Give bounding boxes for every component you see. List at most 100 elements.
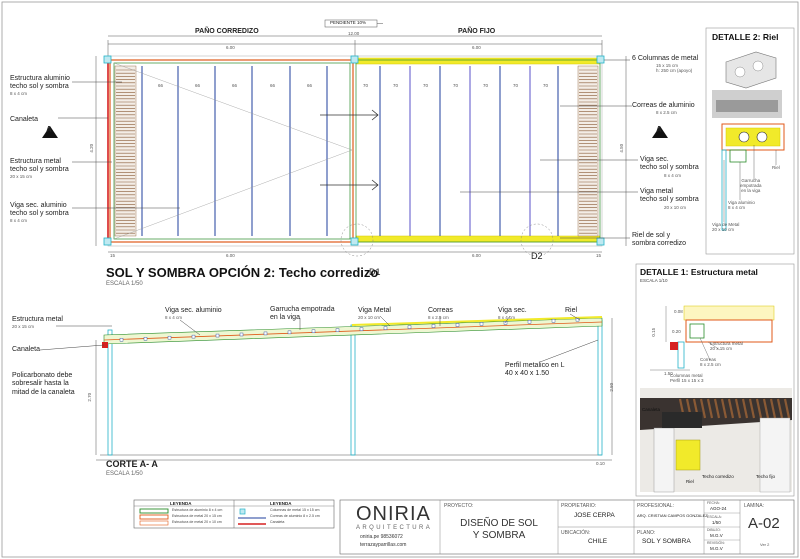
dim-bottom-left: 6.00 bbox=[226, 253, 235, 258]
correa-mark bbox=[191, 334, 196, 339]
plan-left-label: Canaleta bbox=[10, 116, 39, 123]
brand-logo: ONIRIA bbox=[356, 503, 431, 525]
leaders-right bbox=[460, 59, 638, 239]
section-mark-right bbox=[652, 126, 668, 138]
sec-dim-right: 2.50 bbox=[609, 382, 615, 392]
section-mark-right-label: A bbox=[656, 125, 662, 134]
sec-garrucha: Garrucha empotrada en la viga bbox=[270, 306, 335, 322]
render-slat bbox=[741, 398, 749, 419]
legend-title-a: LEYENDA bbox=[170, 501, 192, 506]
spacing-label-left: 66 bbox=[158, 83, 164, 88]
legend-item-a1: Estructura de aluminio 8 x 4 cm bbox=[172, 508, 223, 512]
detail2-label-viga-aluminio: Viga aluminio 8 x 4 cm bbox=[728, 200, 755, 211]
sec-viga-sec-note: 8 x 4 cm bbox=[165, 315, 183, 320]
spacing-label-left: 66 bbox=[195, 83, 201, 88]
detail1-dim-c: 0.20 bbox=[672, 329, 681, 334]
correa-mark bbox=[503, 321, 508, 325]
dim-edge-b: 15 bbox=[596, 253, 602, 258]
detail-circle-d1 bbox=[340, 223, 374, 257]
spacing-label-right: 70 bbox=[483, 83, 489, 88]
pano-fijo-label: PAÑO FIJO bbox=[458, 28, 496, 35]
tb-project: DISEÑO DE SOL Y SOMBRA bbox=[460, 518, 538, 541]
legend-item-a2: Estructura de metal 20 x 15 cm bbox=[172, 514, 222, 518]
detail1-label-riel: Riel bbox=[686, 479, 694, 484]
dim-total: 12.00 bbox=[348, 31, 360, 36]
tb-drawn-label: DIBUJO: bbox=[707, 528, 721, 532]
tb-location: CHILE bbox=[588, 538, 608, 545]
title-block bbox=[339, 499, 795, 555]
tb-drawn: M.G.V bbox=[710, 533, 723, 538]
leaders-left bbox=[58, 81, 180, 209]
legend-item-a3: Estructura de metal 20 x 10 cm bbox=[172, 520, 222, 524]
plan-right-note: 8 x 2.5 cm bbox=[656, 110, 677, 115]
legend-item-b2: Correas de aluminio 8 x 2.5 cm bbox=[270, 514, 320, 518]
detail1-dim-d: 1.50 bbox=[664, 371, 673, 376]
section-scale: ESCALA 1/50 bbox=[106, 471, 143, 477]
spacing-label-right: 70 bbox=[453, 83, 459, 88]
tb-scale-label: ESCALA: bbox=[707, 515, 722, 519]
correa-mark bbox=[119, 338, 124, 342]
spacing-label-left: 66 bbox=[232, 83, 238, 88]
plan-right-label: Riel de sol y sombra corredizo bbox=[632, 232, 687, 248]
pano-corredizo-label: PAÑO CORREDIZO bbox=[195, 28, 259, 35]
detail-1-estructura bbox=[635, 263, 795, 497]
detail1-dim-a: 0.15 bbox=[651, 327, 657, 337]
sec-correas-note: 8 x 2.5 cm bbox=[428, 315, 449, 320]
plan-left-note: 8 x 4 cm bbox=[10, 218, 28, 223]
plan-right-label: Viga sec. techo sol y sombra bbox=[640, 156, 699, 172]
correa-mark bbox=[263, 331, 268, 336]
detail2-title: DETALLE 2: Riel bbox=[712, 32, 779, 42]
correa-mark bbox=[335, 328, 340, 332]
contact-line-1: oniria.pe 98536072 bbox=[360, 534, 403, 540]
tb-designer-label: PROFESIONAL: bbox=[637, 503, 674, 509]
sec-policarbonato: Policarbonato debe sobresalir hasta la m… bbox=[12, 372, 75, 396]
sec-riel: Riel bbox=[565, 307, 578, 314]
spacing-label-right: 70 bbox=[423, 83, 429, 88]
sec-canaleta: Canaleta bbox=[12, 346, 41, 353]
detail1-label-columnas: Columnas metal Perfil 15 x 15 x 3 bbox=[670, 373, 704, 383]
sec-estructura-metal-note: 20 x 15 cm bbox=[12, 324, 35, 329]
spacing-label-right: 70 bbox=[363, 83, 369, 88]
correa-mark bbox=[479, 322, 484, 326]
sec-correas: Correas bbox=[428, 307, 453, 314]
dim-bottom-right: 6.00 bbox=[472, 253, 481, 258]
detail1-label-techo-corredizo: Techo corredizo bbox=[702, 474, 734, 479]
tb-version: Ver 2 bbox=[760, 542, 770, 547]
plan-left-note: 8 x 4 cm bbox=[10, 91, 28, 96]
purlins-left bbox=[141, 66, 328, 236]
render-slat bbox=[762, 398, 770, 419]
section-mark-left-label: A bbox=[46, 125, 52, 134]
detail-d1-label: D1 bbox=[369, 267, 381, 277]
sec-perfil: Perfil metalico en L 40 x 40 x 1.50 bbox=[505, 362, 565, 378]
spacing-label-right: 70 bbox=[393, 83, 399, 88]
plan-left-label: Viga sec. aluminio techo sol y sombra bbox=[10, 202, 69, 218]
sec-viga-sec: Viga sec. aluminio bbox=[165, 307, 222, 314]
correa-mark bbox=[359, 327, 364, 331]
tb-owner: JOSE CERPA bbox=[574, 512, 615, 519]
dim-half-right: 6.00 bbox=[472, 45, 481, 50]
plan-right-note: 8 x 4 cm bbox=[664, 173, 682, 178]
dim-height-right: 4.50 bbox=[619, 143, 625, 153]
plan-right-label: 6 Columnas de metal bbox=[632, 55, 699, 62]
spacing-label-right: 70 bbox=[513, 83, 519, 88]
tb-rev: M.G.V bbox=[710, 546, 723, 551]
tb-date-label: FECHA: bbox=[707, 501, 720, 505]
tb-sheet-label: LAMINA: bbox=[744, 503, 765, 509]
plan-right-label: Correas de aluminio bbox=[632, 102, 695, 109]
render-slat bbox=[699, 398, 707, 419]
detail1-label-canaleta: Canaleta bbox=[642, 407, 661, 412]
detail-2-riel bbox=[705, 27, 795, 255]
correa-mark bbox=[551, 319, 556, 323]
detail-d2-label: D2 bbox=[531, 251, 543, 261]
render-slat bbox=[713, 398, 721, 419]
plan-scale: ESCALA 1/50 bbox=[106, 281, 143, 287]
pendiente-label: PENDIENTE 10% bbox=[330, 20, 367, 25]
render-slat bbox=[734, 398, 742, 419]
sec-dim-left: 2.70 bbox=[87, 392, 93, 402]
tb-plan-label: PLANO: bbox=[637, 530, 656, 536]
spacing-label-left: 66 bbox=[307, 83, 313, 88]
render-slat bbox=[720, 398, 728, 419]
sec-estructura-metal: Estructura metal bbox=[12, 316, 63, 323]
render-slat bbox=[776, 398, 784, 419]
sec-viga-metal: Viga Metal bbox=[358, 307, 391, 314]
